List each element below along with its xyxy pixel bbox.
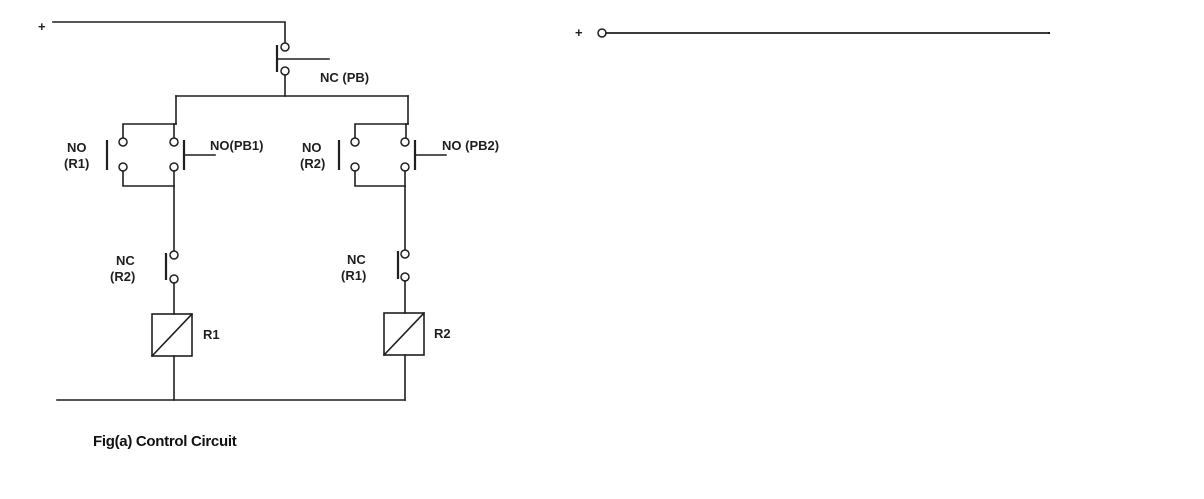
no-r1-holding-contact[interactable] <box>105 137 128 172</box>
power-supply-plus-label: + <box>575 25 583 40</box>
power-circuit: + <box>575 25 1050 40</box>
terminal <box>400 162 410 172</box>
nc-pb-label: NC (PB) <box>320 70 369 85</box>
coil-box <box>151 313 193 357</box>
relay-r2-label: R2 <box>434 326 451 341</box>
terminal <box>169 162 179 172</box>
terminal <box>169 274 179 284</box>
terminal <box>400 137 410 147</box>
terminal <box>169 137 179 147</box>
no-r1-label-line1: NO <box>67 140 87 155</box>
terminal <box>400 249 410 259</box>
relay-coil-r1[interactable] <box>150 312 194 358</box>
nc-r2-interlock-contact[interactable] <box>164 250 179 284</box>
left-branch: NO (R1) NO(PB1) NC (R2) <box>64 95 263 401</box>
no-r2-label-line1: NO <box>302 140 322 155</box>
control-supply-plus-label: + <box>38 19 46 34</box>
nc-r1-interlock-contact[interactable] <box>396 249 410 282</box>
no-r2-label-line2: (R2) <box>300 156 325 171</box>
terminal <box>280 66 290 76</box>
right-branch: NO (R2) NO (PB2) NC (R1) <box>300 95 499 401</box>
nc-pb-switch[interactable] <box>275 42 330 97</box>
terminal <box>280 42 290 52</box>
nc-r2-label-line2: (R2) <box>110 269 135 284</box>
control-circuit: + NC (PB) NO (R1) <box>38 19 499 401</box>
control-supply-wire <box>52 21 286 45</box>
no-r1-label-line2: (R1) <box>64 156 89 171</box>
coil-diagonal <box>382 311 426 357</box>
no-r2-holding-contact[interactable] <box>337 137 360 172</box>
no-pb2-switch[interactable] <box>400 137 447 172</box>
coil-diagonal <box>150 312 194 358</box>
terminal <box>169 250 179 260</box>
wire <box>354 170 406 187</box>
relay-r1-label: R1 <box>203 327 220 342</box>
coil-box <box>383 312 425 356</box>
caption-control-circuit: Fig(a) Control Circuit <box>93 433 237 450</box>
plus-terminal[interactable] <box>597 28 607 38</box>
terminal <box>118 162 128 172</box>
wire <box>122 170 175 187</box>
terminal <box>400 272 410 282</box>
nc-r1-label-line1: NC <box>347 252 366 267</box>
wire <box>122 123 177 139</box>
no-pb2-label: NO (PB2) <box>442 138 499 153</box>
terminal <box>118 137 128 147</box>
wire <box>354 123 409 139</box>
no-pb1-label: NO(PB1) <box>210 138 263 153</box>
no-pb1-switch[interactable] <box>169 137 216 172</box>
nc-r2-label-line1: NC <box>116 253 135 268</box>
nc-r1-label-line2: (R1) <box>341 268 366 283</box>
terminal <box>350 137 360 147</box>
terminal <box>350 162 360 172</box>
relay-coil-r2[interactable] <box>382 311 426 357</box>
